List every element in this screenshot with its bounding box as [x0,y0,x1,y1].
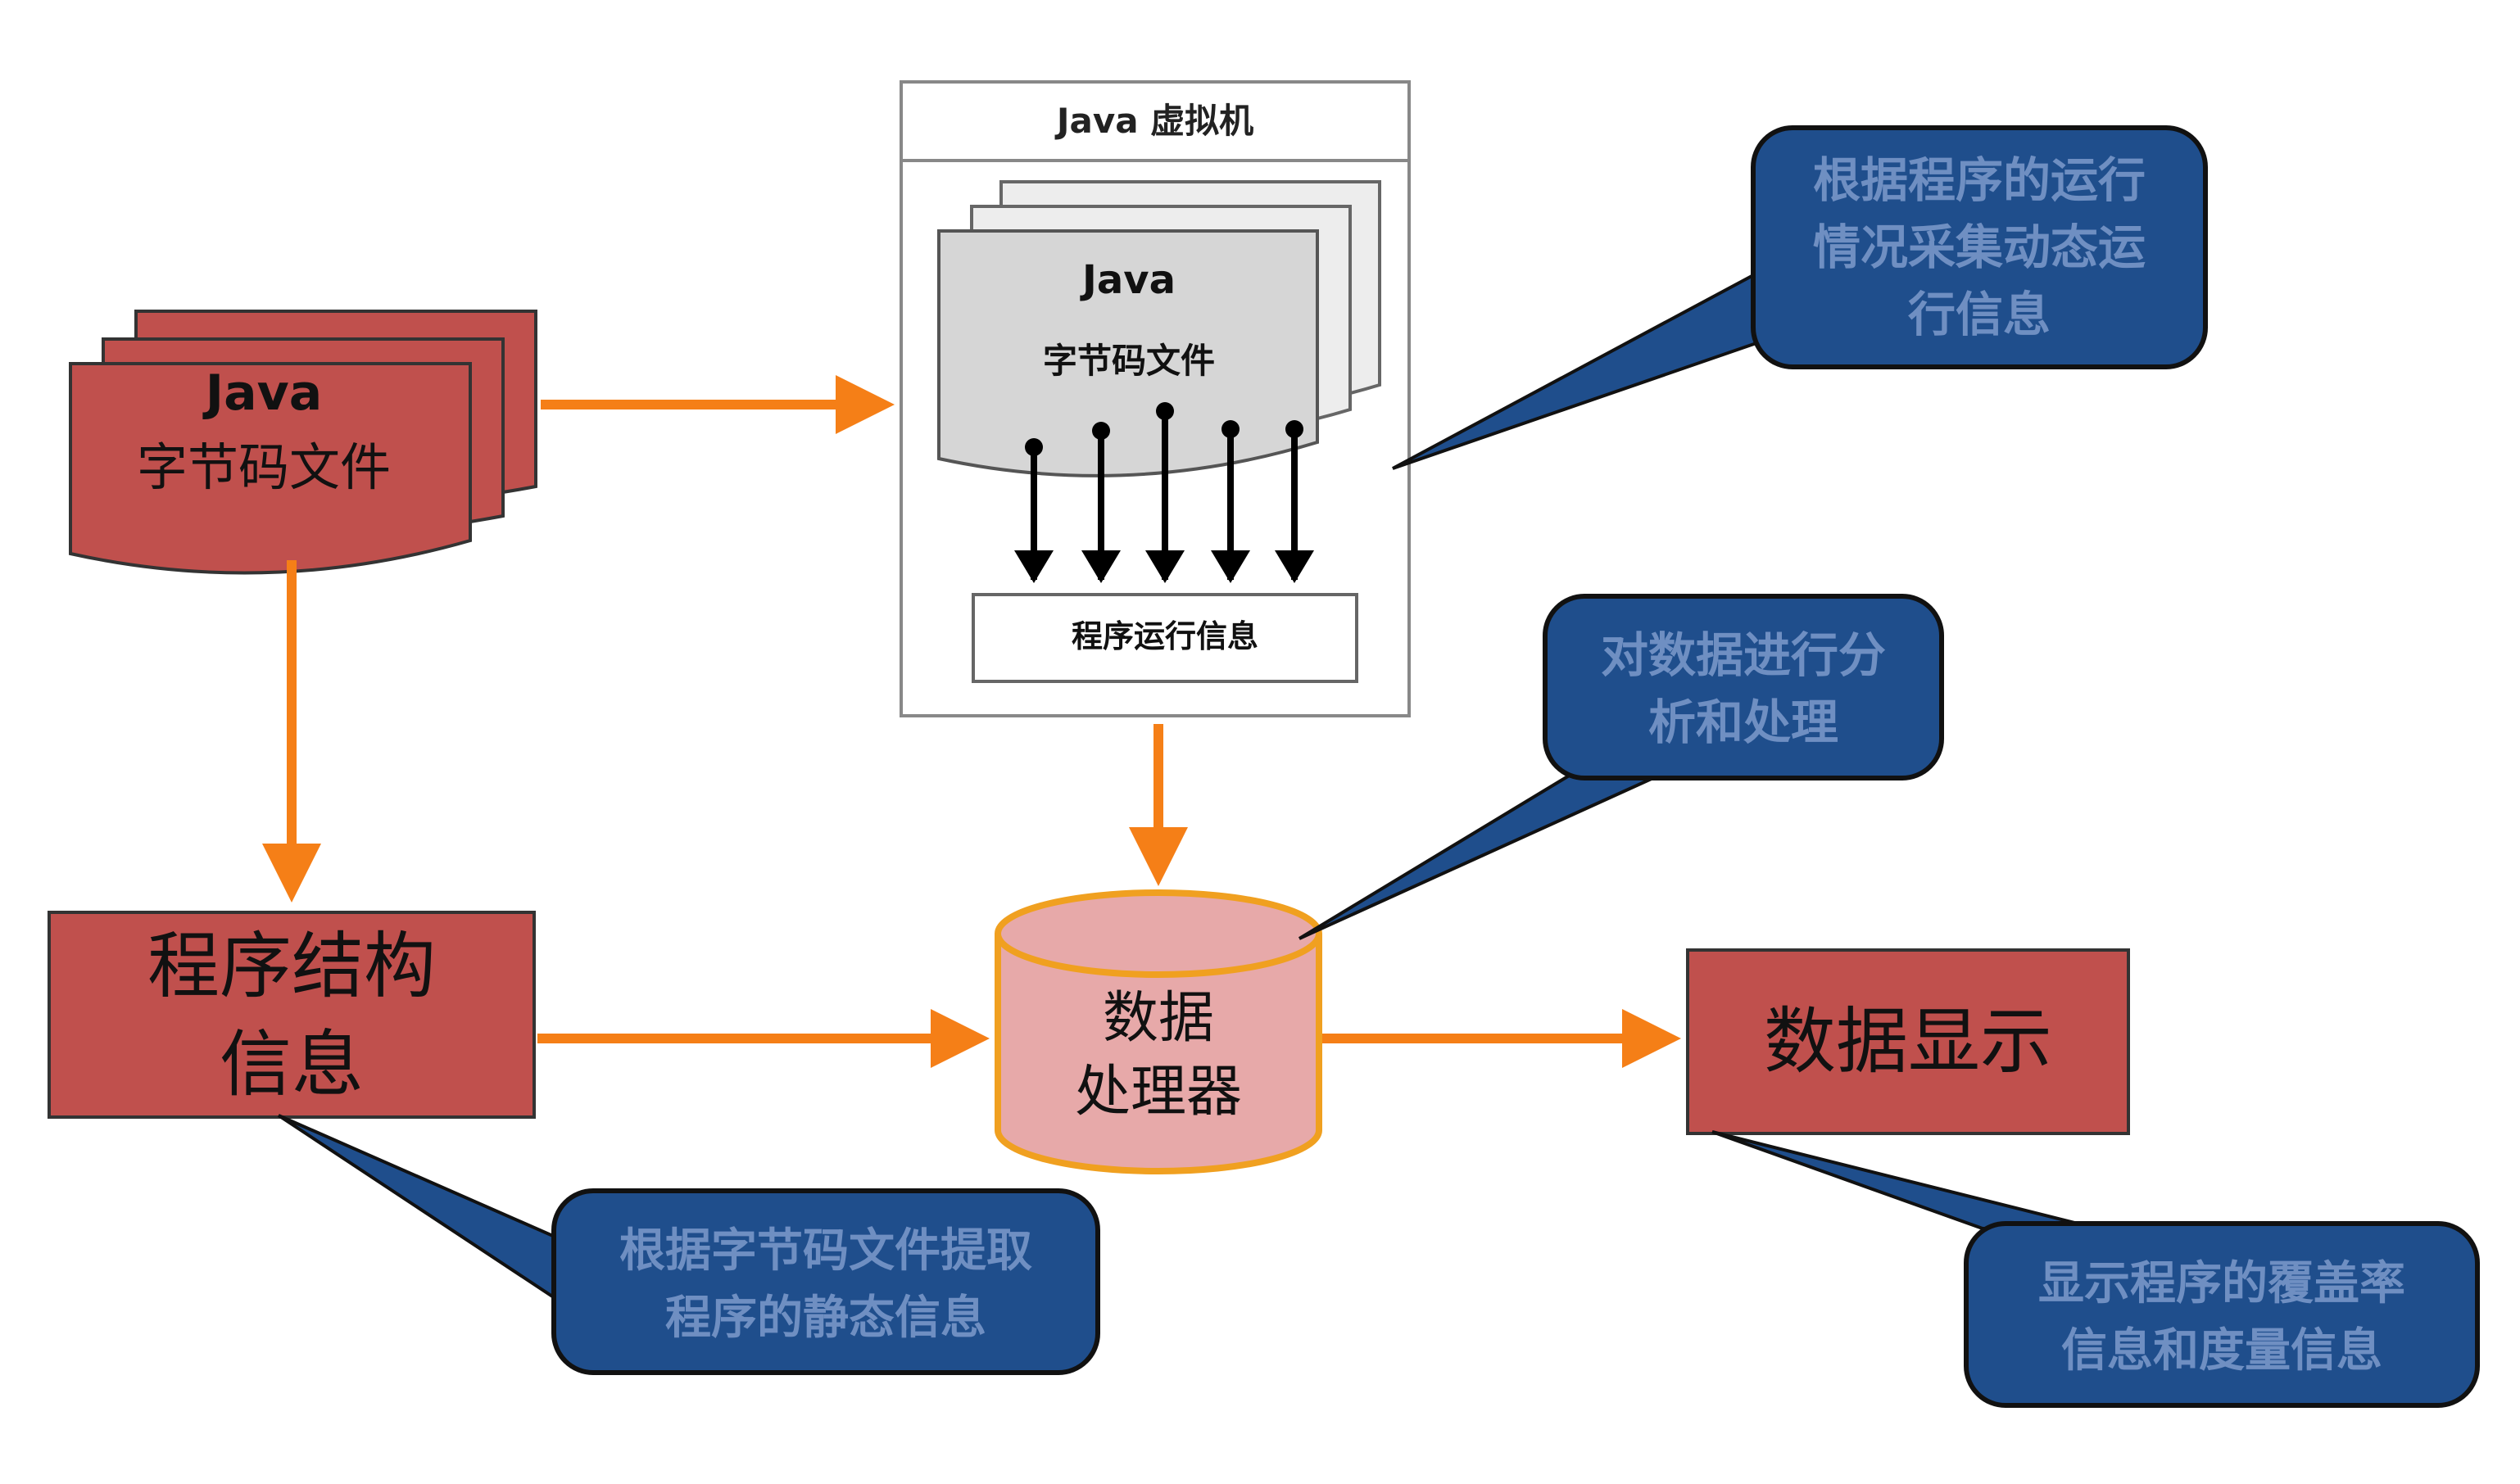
input-bytecode-doc: Java 字节码文件 [69,310,537,575]
program-structure-box: 程序结构 信息 [48,911,536,1119]
jvm-box: Java 虚拟机 Java 字节码文件 程序运行信息 [900,80,1411,717]
callout-analysis: 对数据进行分 析和处理 [1298,594,1944,940]
structure-line2: 信息 [220,1022,364,1106]
callout-static-line1: 根据字节码文件提取 [619,1224,1032,1278]
callout-runtime-line1: 根据程序的运行 [1813,152,2146,208]
data-display-box: 数据显示 [1686,948,2130,1135]
callout-coverage-line1: 显示程序的覆盖率 [2038,1257,2405,1310]
jvm-bytecode-line2: 字节码文件 [1043,341,1215,381]
callout-runtime-line2: 情况采集动态运 [1813,219,2146,275]
data-processor-cylinder: 数据 处理器 [995,889,1322,1174]
callout-static-line2: 程序的静态信息 [665,1292,986,1345]
runtime-info-box [972,593,1358,683]
display-label: 数据显示 [1764,999,2052,1084]
processor-line2: 处理器 [1075,1060,1242,1124]
jvm-title: Java 虚拟机 [1054,101,1253,141]
callout-runtime-line3: 行信息 [1908,287,2051,342]
callout-analysis-line2: 析和处理 [1648,694,1838,750]
callout-static: 根据字节码文件提取 程序的静态信息 [277,1114,1100,1375]
flow-arrows [262,375,1681,1068]
input-doc-line2: 字节码文件 [137,437,391,497]
callout-runtime: 根据程序的运行 情况采集动态运 行信息 [1392,125,2208,470]
callout-coverage: 显示程序的覆盖率 信息和度量信息 [1711,1130,2480,1408]
callout-analysis-line1: 对数据进行分 [1601,627,1886,683]
jvm-bytecode-line1: Java [1080,257,1176,303]
jvm-data-arrows [1014,402,1314,583]
jvm-bytecode-doc: Java 字节码文件 [937,180,1381,477]
callout-coverage-line2: 信息和度量信息 [2061,1324,2382,1378]
runtime-info-label: 程序运行信息 [1072,618,1258,654]
processor-line1: 数据 [1103,986,1214,1051]
structure-line1: 程序结构 [147,924,436,1008]
input-doc-line1: Java [202,364,322,422]
